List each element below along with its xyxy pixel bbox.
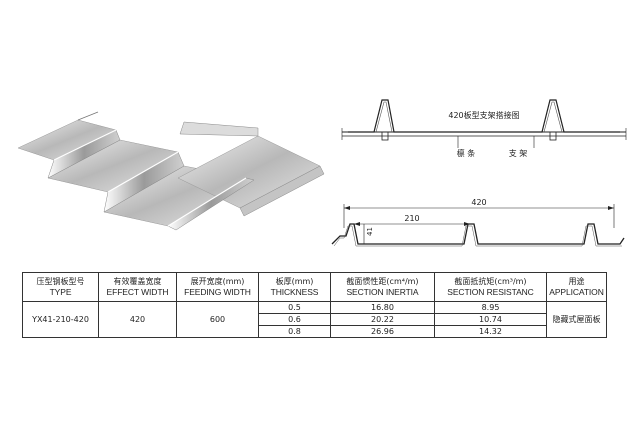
cell-effect-width: 420: [98, 301, 177, 338]
profile-section-diagram: 420 210 41: [331, 198, 625, 247]
cell-thickness: 0.8: [258, 325, 331, 338]
cell-inertia: 26.96: [330, 325, 435, 338]
header-section-inertia: 截面惯性距(cm⁴/m)SECTION INERTIA: [330, 272, 435, 302]
header-thickness: 板厚(mm)THICKNESS: [258, 272, 331, 302]
install-diagram-title: 420板型支架搭接图: [448, 110, 519, 120]
overall-width-label: 420: [471, 198, 486, 207]
purlin-label: 檩 条: [457, 148, 476, 158]
cell-inertia: 20.22: [330, 313, 435, 326]
rib-spacing-label: 210: [404, 214, 419, 223]
cell-inertia: 16.80: [330, 301, 435, 314]
cell-thickness: 0.5: [258, 301, 331, 314]
header-section-resistance: 截面抵抗矩(cm³/m)SECTION RESISTANC: [434, 272, 547, 302]
cell-resistance: 14.32: [434, 325, 547, 338]
cell-feeding-width: 600: [176, 301, 259, 338]
installation-diagram: 420板型支架搭接图 檩 条 支 架: [341, 99, 627, 158]
cell-resistance: 8.95: [434, 301, 547, 314]
cell-thickness: 0.6: [258, 313, 331, 326]
cell-type: YX41-210-420: [22, 301, 99, 338]
cell-resistance: 10.74: [434, 313, 547, 326]
table-row: 0.8 26.96 14.32: [23, 325, 607, 338]
cell-application: 隐藏式屋面板: [546, 301, 607, 338]
bracket-label: 支 架: [509, 148, 528, 158]
roof-panel-photo: [17, 111, 325, 231]
table-row: YX41-210-420 420 600 0.5 16.80 8.95 隐藏式屋…: [22, 301, 607, 338]
header-feeding-width: 展开宽度(mm)FEEDING WIDTH: [176, 272, 259, 302]
height-label: 41: [366, 227, 374, 236]
